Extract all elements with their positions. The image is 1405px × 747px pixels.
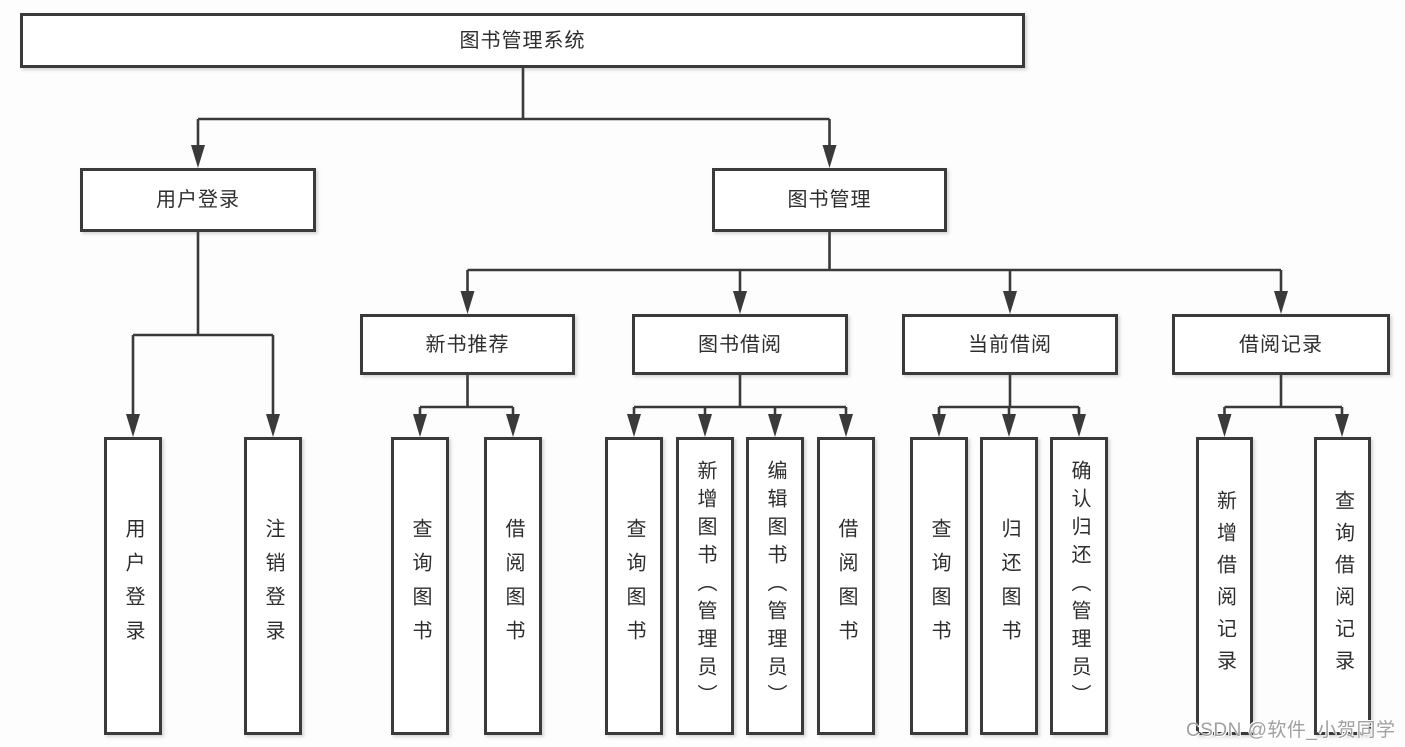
leaf-query-borrow-record: 查询借阅记录 [1314,437,1371,735]
leaf-return-books: 归还图书 [980,437,1038,735]
leaf-borrow-books-borrowing: 借阅图书 [817,437,875,735]
leaf-edit-book-admin: 编辑图书（管理员） [746,437,804,735]
leaf-borrow-books-recommend: 借阅图书 [484,437,542,735]
watermark: CSDN @软件_小贺同学 [1186,720,1396,741]
node-borrow-records: 借阅记录 [1172,314,1390,375]
node-book-borrowing: 图书借阅 [632,314,848,375]
leaf-user-login: 用户登录 [104,437,162,735]
leaf-add-borrow-record: 新增借阅记录 [1196,437,1253,735]
leaf-confirm-return-admin: 确认归还（管理员） [1050,437,1108,735]
node-current-borrowing: 当前借阅 [902,314,1118,375]
leaf-query-books-recommend: 查询图书 [391,437,449,735]
leaf-query-books-borrowing: 查询图书 [605,437,663,735]
leaf-query-books-current: 查询图书 [910,437,968,735]
node-book-management: 图书管理 [712,168,947,232]
node-root: 图书管理系统 [20,13,1025,68]
node-new-book-recommend: 新书推荐 [360,314,575,375]
leaf-add-book-admin: 新增图书（管理员） [676,437,734,735]
node-user-login: 用户登录 [80,168,316,232]
leaf-logout: 注销登录 [244,437,302,735]
